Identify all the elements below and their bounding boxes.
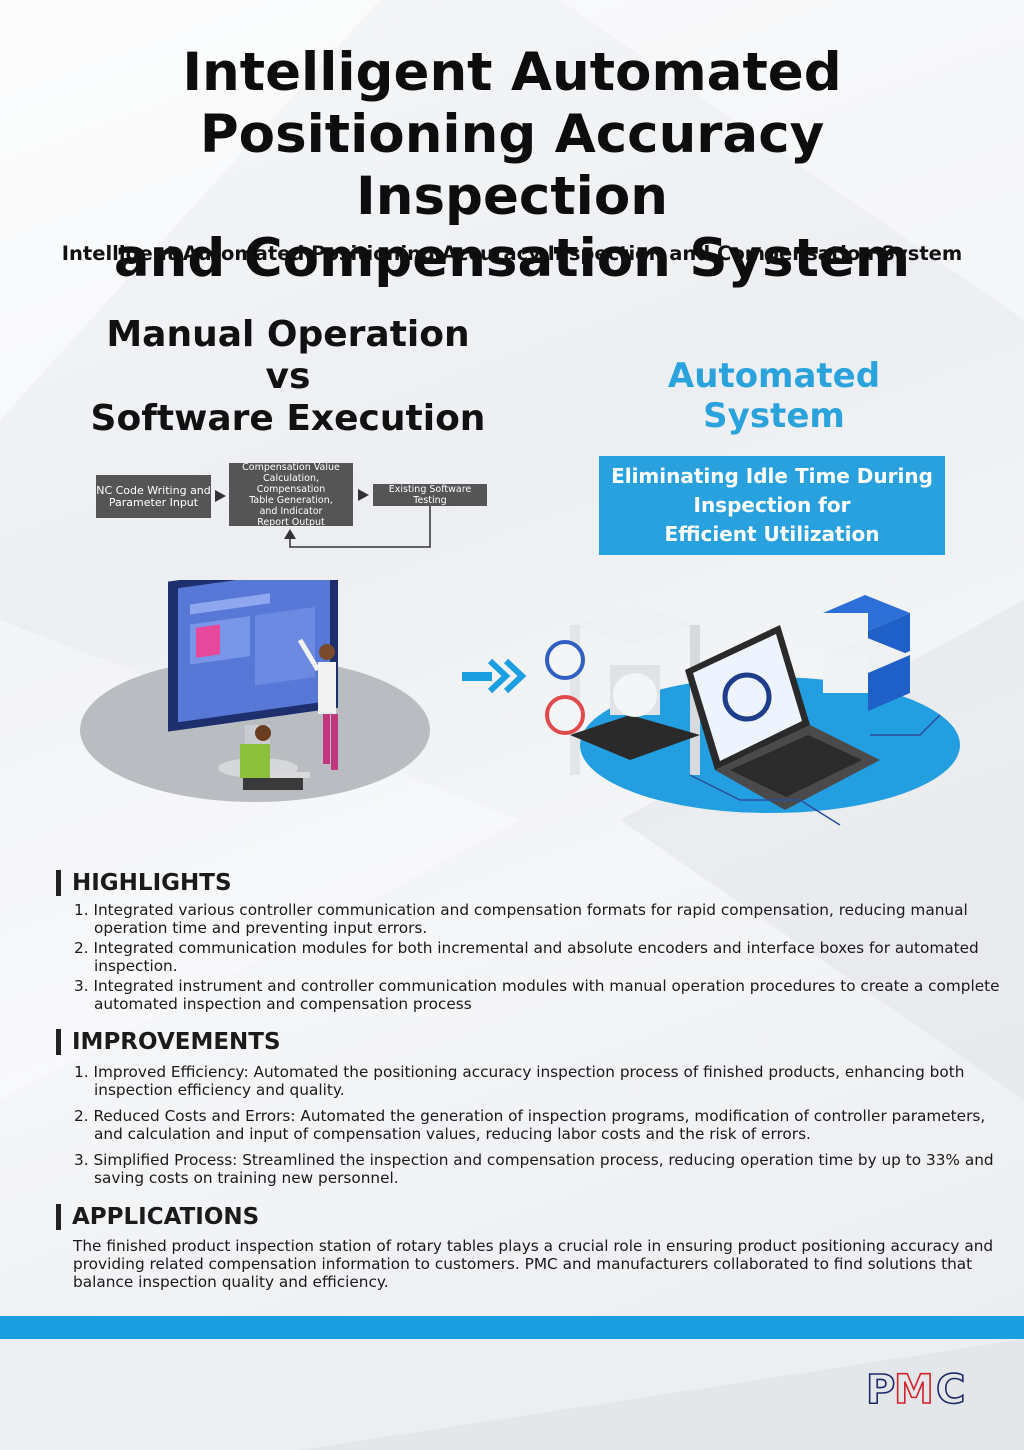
flow-step-nc-code: NC Code Writing and Parameter Input	[96, 475, 211, 518]
benefit-line: Inspection for	[693, 493, 851, 517]
flow-step-text: Table Generation,	[249, 494, 333, 506]
flow-step-text: NC Code Writing and	[96, 483, 211, 497]
list-item: 2. Reduced Costs and Errors: Automated t…	[74, 1107, 986, 1143]
title-line: Positioning Accuracy Inspection	[199, 104, 825, 227]
highlights-heading: HIGHLIGHTS	[56, 870, 232, 896]
page-subtitle: Intelligent Automated Positioning Accura…	[61, 242, 963, 265]
list-item: 1. Integrated various controller communi…	[74, 901, 968, 937]
applications-text: The finished product inspection station …	[73, 1237, 994, 1291]
manual-heading-line: vs	[265, 356, 311, 397]
double-chevron-icon	[462, 658, 527, 694]
svg-text:C: C	[936, 1367, 964, 1409]
manual-operation-illustration	[80, 580, 430, 802]
highlights-list: 1. Integrated various controller communi…	[74, 901, 1004, 1016]
flow-step-text: Calculation, Compensation	[256, 472, 326, 495]
title-line: Intelligent Automated	[182, 42, 842, 103]
benefit-line: Eliminating Idle Time During	[611, 464, 933, 488]
pmc-logo: P M C	[865, 1366, 966, 1409]
flow-step-compensation: Compensation Value Calculation, Compensa…	[229, 461, 353, 528]
list-item: 3. Integrated instrument and controller …	[74, 977, 1000, 1013]
benefit-line: Efficient Utilization	[664, 522, 880, 546]
list-item: 1. Improved Efficiency: Automated the po…	[74, 1063, 965, 1099]
manual-heading-line: Software Execution	[90, 398, 486, 439]
applications-heading: APPLICATIONS	[56, 1204, 259, 1230]
manual-heading-line: Manual Operation	[106, 314, 470, 355]
svg-text:M: M	[894, 1367, 933, 1409]
improvements-list: 1. Improved Efficiency: Automated the po…	[74, 1063, 1004, 1196]
manual-vs-software-heading: Manual Operation vs Software Execution	[88, 314, 488, 440]
automated-system-heading: Automated System	[667, 356, 881, 436]
footer-bar	[0, 1316, 1024, 1339]
svg-text:P: P	[866, 1367, 894, 1409]
list-item: 3. Simplified Process: Streamlined the i…	[74, 1151, 994, 1187]
automated-benefit-box: Eliminating Idle Time During Inspection …	[599, 456, 945, 555]
flow-step-text: Report Output	[257, 516, 325, 528]
flow-step-software-testing: Existing Software Testing	[373, 484, 487, 506]
improvements-heading: IMPROVEMENTS	[56, 1029, 281, 1055]
title-line: and Compensation System	[113, 228, 911, 289]
flow-step-text: Parameter Input	[108, 495, 199, 509]
list-item: 2. Integrated communication modules for …	[74, 939, 979, 975]
page-title: Intelligent Automated Positioning Accura…	[40, 42, 984, 290]
flow-step-text: Compensation Value	[242, 461, 340, 473]
flow-step-text: and Indicator	[259, 505, 323, 517]
automated-system-illustration	[545, 595, 960, 826]
